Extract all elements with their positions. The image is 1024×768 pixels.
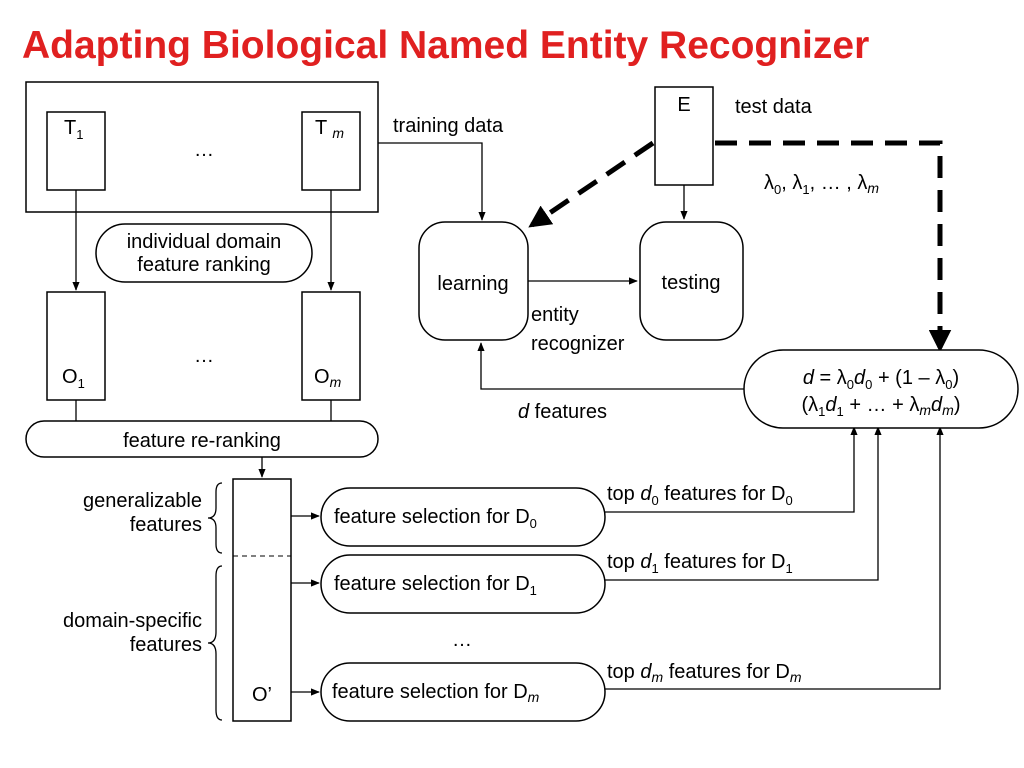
label-lambdas: λ0, λ1, … , λm <box>764 172 879 197</box>
node-fsm <box>320 662 606 722</box>
node-tm <box>301 111 361 191</box>
edge-d-features <box>477 342 744 390</box>
node-tm-label: T m <box>315 117 344 141</box>
node-testing <box>639 221 744 341</box>
edge-training-data <box>378 142 486 221</box>
label-top-d0: top d0 features for D0 <box>607 483 793 508</box>
generalizable-label-1: generalizable <box>83 490 202 512</box>
fs-ellipsis: … <box>452 629 472 651</box>
formula-line-2: (λ1d1 + … + λmdm) <box>802 394 961 419</box>
node-fs0-label: feature selection for D0 <box>334 506 537 531</box>
label-top-dm: top dm features for Dm <box>607 661 802 685</box>
dashed-edge-e-formula <box>715 140 952 353</box>
node-fs0 <box>320 487 606 547</box>
dashed-edge-e-learning <box>528 140 655 228</box>
node-om-label: Om <box>314 366 342 390</box>
label-entity: entity <box>531 304 579 326</box>
node-feature-reranking-label: feature re-ranking <box>123 430 281 452</box>
label-top-d1: top d1 features for D1 <box>607 551 793 576</box>
mid-ellipsis: … <box>194 345 214 367</box>
domain-specific-label-2: features <box>130 634 202 656</box>
node-learning-label: learning <box>437 273 508 295</box>
edge-fsm-formula <box>605 426 944 690</box>
node-feature-reranking <box>25 420 379 458</box>
label-d-features: d features <box>518 401 607 423</box>
node-o-prime <box>232 478 292 722</box>
generalizable-brace <box>207 482 223 554</box>
node-e <box>654 86 714 186</box>
edge-fs0-formula <box>605 426 858 513</box>
edge-fs1-formula <box>605 426 882 581</box>
node-fs1 <box>320 554 606 614</box>
node-e-label: E <box>677 94 690 116</box>
top-ellipsis: … <box>194 139 214 161</box>
node-t1 <box>46 111 106 191</box>
formula-line-1: d = λ0d0 + (1 – λ0) <box>803 367 959 392</box>
label-training-data: training data <box>393 115 504 137</box>
node-o1 <box>46 291 106 401</box>
node-individual-ranking-label-2: feature ranking <box>137 254 270 276</box>
node-individual-ranking <box>95 223 313 283</box>
label-recognizer: recognizer <box>531 333 625 355</box>
node-om <box>301 291 361 401</box>
node-formula <box>743 349 1019 429</box>
label-test-data: test data <box>735 96 813 118</box>
node-testing-label: testing <box>662 272 721 294</box>
node-o1-label: O1 <box>62 366 85 391</box>
domain-specific-label-1: domain-specific <box>63 610 202 632</box>
node-fsm-label: feature selection for Dm <box>332 681 540 705</box>
node-fs1-label: feature selection for D1 <box>334 573 537 598</box>
domain-specific-brace <box>207 565 223 721</box>
node-t1-label: T1 <box>64 117 83 142</box>
page-title: Adapting Biological Named Entity Recogni… <box>22 24 869 67</box>
generalizable-label-2: features <box>130 514 202 536</box>
node-o-prime-label: O’ <box>252 684 272 706</box>
node-individual-ranking-label-1: individual domain <box>127 231 282 253</box>
